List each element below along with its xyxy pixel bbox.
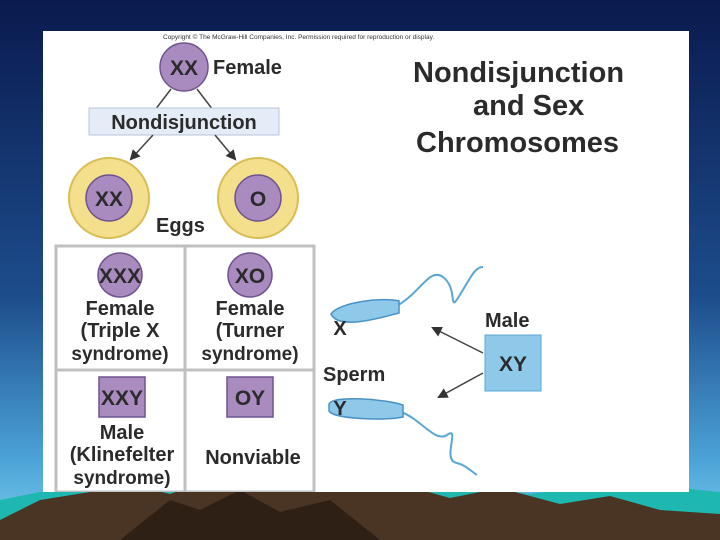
diagram-panel: Copyright © The McGraw-Hill Companies, I… <box>43 31 689 492</box>
title-line-3: Chromosomes <box>416 127 619 159</box>
offspring-xxy-line1: Male <box>100 422 144 444</box>
offspring-xxx-cell <box>97 252 143 298</box>
parent-label: Female <box>213 57 282 79</box>
offspring-xo-cell <box>227 252 273 298</box>
nondisjunction-label: Nondisjunction <box>111 112 257 134</box>
offspring-xo-genotype: XO <box>235 265 265 288</box>
sperm-x-icon <box>330 298 400 323</box>
offspring-xo-line1: Female <box>216 298 285 320</box>
offspring-xxx-line2: (Triple X <box>81 320 161 342</box>
offspring-oy-cell <box>226 376 274 418</box>
male-genotype: XY <box>499 353 527 376</box>
offspring-xxx-line3: syndrome) <box>71 344 168 365</box>
offspring-xxx-genotype: XXX <box>99 265 141 288</box>
parent-genotype: XX <box>170 57 198 80</box>
offspring-oy-genotype: OY <box>235 387 265 410</box>
title-line-2: and Sex <box>473 90 584 122</box>
offspring-xo-line3: syndrome) <box>201 344 298 365</box>
male-label: Male <box>485 310 529 332</box>
egg-xx-genotype: XX <box>95 188 123 211</box>
copyright-text: Copyright © The McGraw-Hill Companies, I… <box>163 33 434 41</box>
male-cell <box>484 334 542 392</box>
offspring-xxy-line2: (Klinefelter <box>70 444 175 466</box>
offspring-xxx-line1: Female <box>86 298 155 320</box>
nondisjunction-diagram: Copyright © The McGraw-Hill Companies, I… <box>54 33 624 492</box>
sperm-label: Sperm <box>323 364 385 386</box>
offspring-xo-line2: (Turner <box>216 320 285 342</box>
parent-cell <box>159 42 209 92</box>
egg-o-genotype: O <box>250 188 266 211</box>
sperm-y-icon <box>328 397 404 420</box>
offspring-oy-line1: Nonviable <box>205 447 301 469</box>
eggs-label: Eggs <box>156 215 205 237</box>
sperm-x-label: X <box>333 318 347 340</box>
offspring-xxy-genotype: XXY <box>101 387 143 410</box>
offspring-xxy-line3: syndrome) <box>73 468 170 489</box>
sperm-y-label: Y <box>333 398 347 420</box>
nondisjunction-box <box>88 107 280 136</box>
sperm-y-tail <box>400 411 478 476</box>
offspring-xxy-cell <box>98 376 146 418</box>
title-line-1: Nondisjunction <box>413 57 624 89</box>
sperm-x-tail <box>394 266 484 308</box>
